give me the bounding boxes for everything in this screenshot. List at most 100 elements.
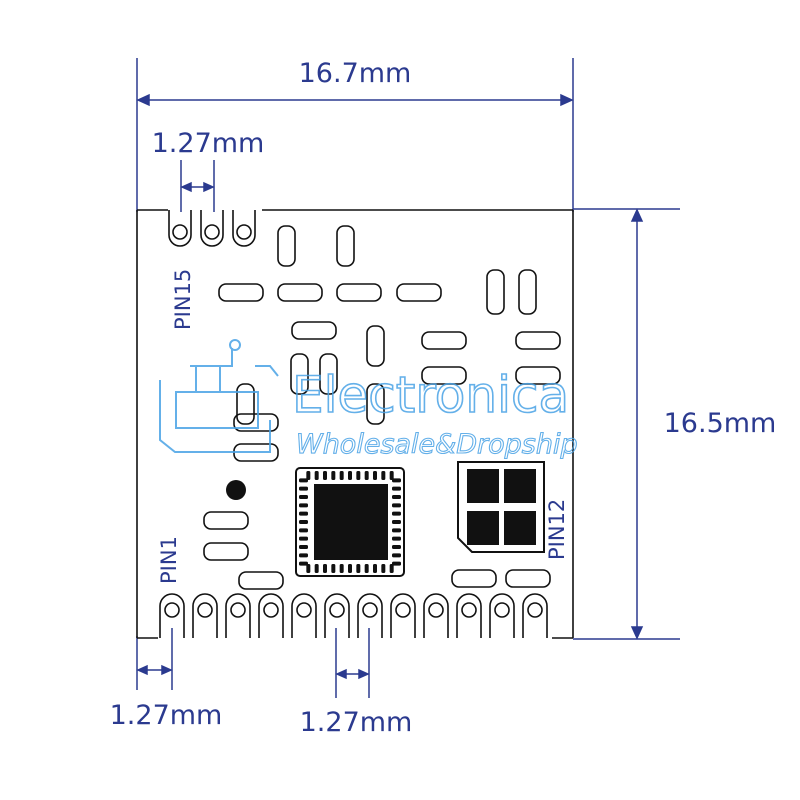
bottom-pin-hole xyxy=(197,602,213,618)
bottom-pin-pad xyxy=(489,593,515,638)
chip-pin xyxy=(299,495,308,499)
chip-pin xyxy=(299,545,308,549)
crystal-pad xyxy=(467,469,499,503)
bottom-pin-hole xyxy=(428,602,444,618)
smd-pad xyxy=(290,353,309,395)
smd-pad xyxy=(396,283,442,302)
pin1-label: PIN1 xyxy=(157,536,181,584)
chip-pin xyxy=(364,471,369,480)
smd-pad xyxy=(336,225,355,267)
watermark-logo-icon xyxy=(159,339,279,453)
bottom-pin-row xyxy=(159,593,548,638)
chip-pin xyxy=(331,564,336,573)
chip-pin xyxy=(299,478,308,483)
smd-pads xyxy=(203,225,561,590)
chip-pin xyxy=(373,471,377,480)
chip-body xyxy=(314,484,388,560)
pitch-top-label: 1.27mm xyxy=(152,128,265,159)
bottom-pin-hole xyxy=(230,602,246,618)
chip-pin xyxy=(299,561,308,566)
watermark-tagline: Wholesale&Dropship xyxy=(296,429,578,460)
bottom-pin-pad xyxy=(423,593,449,638)
smd-pad xyxy=(515,366,561,385)
smd-pad xyxy=(203,542,249,561)
chip-pin xyxy=(299,511,308,516)
chip-pin xyxy=(364,564,369,573)
chip-pin xyxy=(306,471,311,480)
chip-pin xyxy=(299,520,308,524)
top-pin-pad xyxy=(200,210,224,247)
chip-pins xyxy=(299,471,401,573)
smd-pad xyxy=(515,331,561,350)
chip-pin xyxy=(299,528,308,533)
smd-pad xyxy=(238,571,284,590)
bottom-pin-hole xyxy=(527,602,543,618)
bottom-pin-hole xyxy=(362,602,378,618)
smd-pad xyxy=(421,366,467,385)
top-pin-pad xyxy=(232,210,256,247)
pin15-label: PIN15 xyxy=(171,269,195,330)
crystal xyxy=(457,461,545,553)
chip-footprint-outline xyxy=(295,467,405,577)
bottom-pin-pad xyxy=(225,593,251,638)
height-label: 16.5mm xyxy=(664,408,777,439)
smd-pad xyxy=(233,413,279,432)
bottom-pin-hole xyxy=(461,602,477,618)
bottom-pin-pad xyxy=(324,593,350,638)
top-pin-row xyxy=(168,210,256,247)
chip-pin xyxy=(299,536,308,541)
chip-pin xyxy=(392,486,401,491)
chip-pin xyxy=(381,471,386,480)
smd-pad xyxy=(505,569,551,588)
chip-pin xyxy=(392,503,401,508)
chip-pin xyxy=(356,564,361,573)
smd-pad xyxy=(319,353,338,395)
watermark: Electronica Wholesale&Dropship xyxy=(159,339,578,461)
top-pin-pad xyxy=(168,210,192,247)
smd-pad xyxy=(366,383,385,425)
pitch-bottom-mid-label: 1.27mm xyxy=(300,707,413,738)
bottom-pin-hole xyxy=(263,602,279,618)
chip-pin xyxy=(389,564,394,573)
pitch-bm-arrow-left xyxy=(335,668,347,680)
smd-pad xyxy=(486,269,505,315)
pin1-marker-dot xyxy=(226,480,246,500)
qfn-chip xyxy=(295,467,405,577)
crystal-outline xyxy=(457,461,545,553)
chip-pin xyxy=(392,528,401,533)
height-arrow-bottom xyxy=(630,626,644,640)
smd-pad xyxy=(518,269,537,315)
pitch-bl-arrow-right xyxy=(161,664,173,676)
pitch-bm-arrow-right xyxy=(358,668,370,680)
smd-pad xyxy=(277,225,296,267)
bottom-pin-pad xyxy=(357,593,383,638)
watermark-brand: Electronica xyxy=(292,366,569,424)
smd-pad xyxy=(218,283,264,302)
chip-pin xyxy=(331,471,336,480)
width-arrow-left xyxy=(136,93,150,107)
bottom-pin-pad xyxy=(390,593,416,638)
chip-pin xyxy=(392,495,401,499)
chip-pin xyxy=(392,511,401,516)
chip-pin xyxy=(339,564,344,573)
chip-pin xyxy=(314,471,319,480)
top-pin-hole xyxy=(236,224,252,240)
pitch-bottom-left-label: 1.27mm xyxy=(110,700,223,731)
bottom-pin-pad xyxy=(258,593,284,638)
width-arrow-right xyxy=(560,93,574,107)
chip-pin xyxy=(348,471,352,480)
pitch-bottom-mid-dimension xyxy=(335,628,370,698)
chip-pin xyxy=(373,564,377,573)
module-outline xyxy=(136,209,574,639)
top-pin-hole xyxy=(204,224,220,240)
pitch-top-arrow-left xyxy=(180,181,192,193)
chip-pin xyxy=(323,564,327,573)
smd-pad xyxy=(236,383,255,425)
bottom-pin-pad xyxy=(291,593,317,638)
smd-pad xyxy=(421,331,467,350)
bottom-pin-pad xyxy=(522,593,548,638)
height-dimension xyxy=(573,208,680,640)
crystal-pad xyxy=(504,469,536,503)
bottom-pin-hole xyxy=(329,602,345,618)
bottom-pin-hole xyxy=(296,602,312,618)
